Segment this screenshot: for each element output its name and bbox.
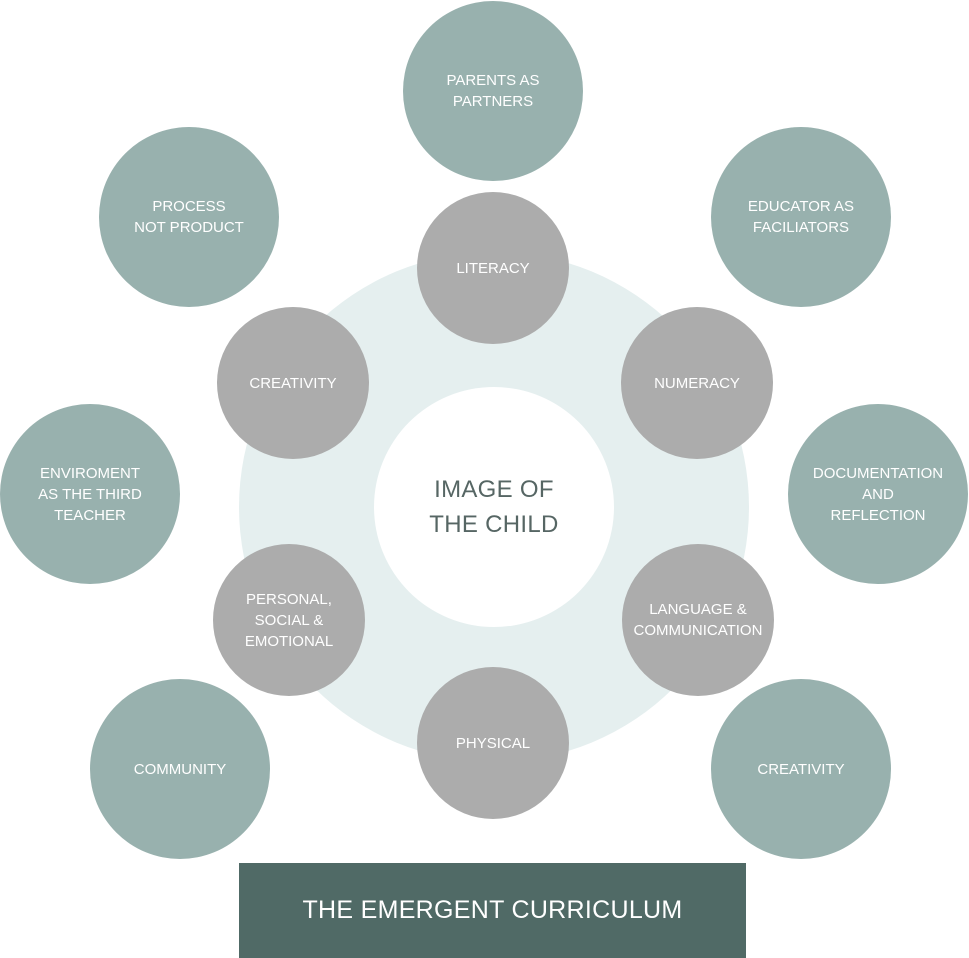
inner-node-numeracy: NUMERACY [621, 307, 773, 459]
inner-node-creativity: CREATIVITY [217, 307, 369, 459]
outer-node-documentation-and-reflection: DOCUMENTATION AND REFLECTION [788, 404, 968, 584]
footer-title: THE EMERGENT CURRICULUM [302, 896, 683, 924]
outer-node-process-not-product: PROCESS NOT PRODUCT [99, 127, 279, 307]
center-circle-image-of-the-child: IMAGE OF THE CHILD [374, 387, 614, 627]
inner-node-literacy: LITERACY [417, 192, 569, 344]
outer-node-parents-as-partners: PARENTS AS PARTNERS [403, 1, 583, 181]
inner-node-physical: PHYSICAL [417, 667, 569, 819]
footer-title-banner: THE EMERGENT CURRICULUM [239, 863, 746, 958]
inner-node-language-communication: LANGUAGE & COMMUNICATION [622, 544, 774, 696]
outer-node-educator-as-facilitators: EDUCATOR AS FACILIATORS [711, 127, 891, 307]
outer-node-creativity: CREATIVITY [711, 679, 891, 859]
outer-node-community: COMMUNITY [90, 679, 270, 859]
inner-node-personal-social-emotional: PERSONAL, SOCIAL & EMOTIONAL [213, 544, 365, 696]
outer-node-environment-as-third-teacher: ENVIROMENT AS THE THIRD TEACHER [0, 404, 180, 584]
